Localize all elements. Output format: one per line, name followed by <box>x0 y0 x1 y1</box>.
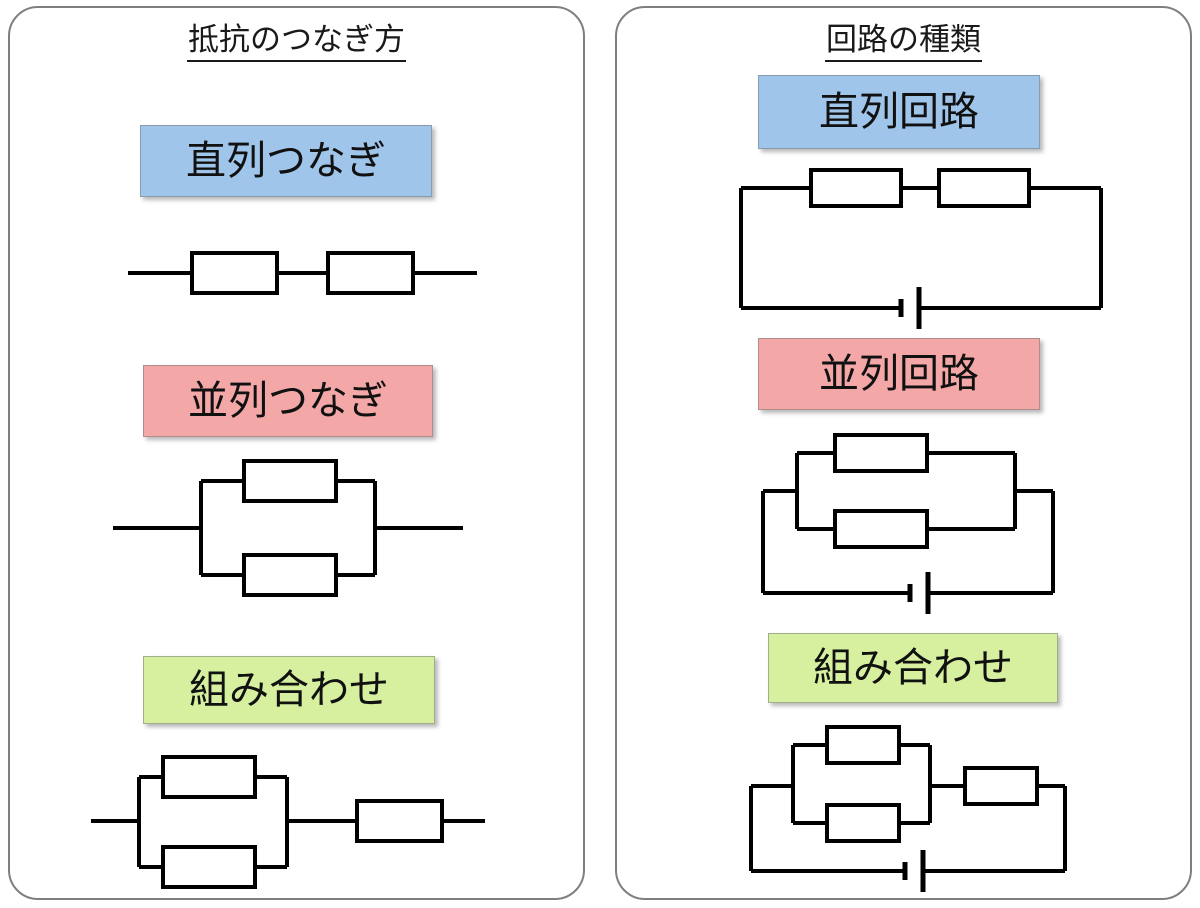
resistor-symbol <box>161 845 257 889</box>
panel-title-text: 抵抗のつなぎ方 <box>187 22 406 62</box>
page-title-left: 抵抗のつなぎ方 <box>10 22 583 62</box>
diagram-combination-resistors <box>85 753 495 893</box>
resistor-symbol <box>833 509 929 549</box>
diagram-series-resistors <box>120 240 490 296</box>
resistor-symbol <box>326 251 415 295</box>
label-series-connection-text: 直列つなぎ <box>186 139 386 183</box>
resistor-symbol <box>355 799 444 843</box>
diagram-series-circuit <box>735 168 1109 329</box>
panel-circuit-types: 回路の種類 直列回路 <box>615 6 1192 900</box>
label-series-circuit-text: 直列回路 <box>819 90 979 134</box>
page-title-right: 回路の種類 <box>617 22 1190 62</box>
resistor-symbol <box>242 459 338 503</box>
label-parallel-circuit-text: 並列回路 <box>819 352 979 396</box>
diagram-parallel-resistors <box>105 453 470 603</box>
resistor-symbol <box>825 803 901 843</box>
panel-resistor-connections: 抵抗のつなぎ方 直列つなぎ 並列つなぎ <box>8 6 585 900</box>
resistor-symbol <box>809 168 903 208</box>
resistor-symbol <box>161 755 257 799</box>
label-parallel-connection: 並列つなぎ <box>143 365 433 437</box>
label-series-connection: 直列つなぎ <box>140 125 432 197</box>
resistor-symbol <box>833 433 929 473</box>
resistor-symbol <box>937 168 1031 208</box>
resistor-symbol <box>190 251 279 295</box>
diagram-parallel-circuit <box>757 433 1087 614</box>
diagram-combination-circuit <box>745 723 1085 893</box>
label-combination-connection-text: 組み合わせ <box>189 668 389 712</box>
label-series-circuit: 直列回路 <box>758 75 1040 149</box>
label-combination-connection: 組み合わせ <box>143 656 435 724</box>
label-parallel-connection-text: 並列つなぎ <box>188 379 388 423</box>
panel-title-text: 回路の種類 <box>825 22 982 62</box>
resistor-symbol <box>963 766 1039 806</box>
label-combination-circuit: 組み合わせ <box>768 633 1058 703</box>
resistor-symbol <box>825 725 901 765</box>
resistor-symbol <box>242 553 338 597</box>
label-combination-circuit-text: 組み合わせ <box>813 646 1013 690</box>
label-parallel-circuit: 並列回路 <box>758 338 1040 410</box>
